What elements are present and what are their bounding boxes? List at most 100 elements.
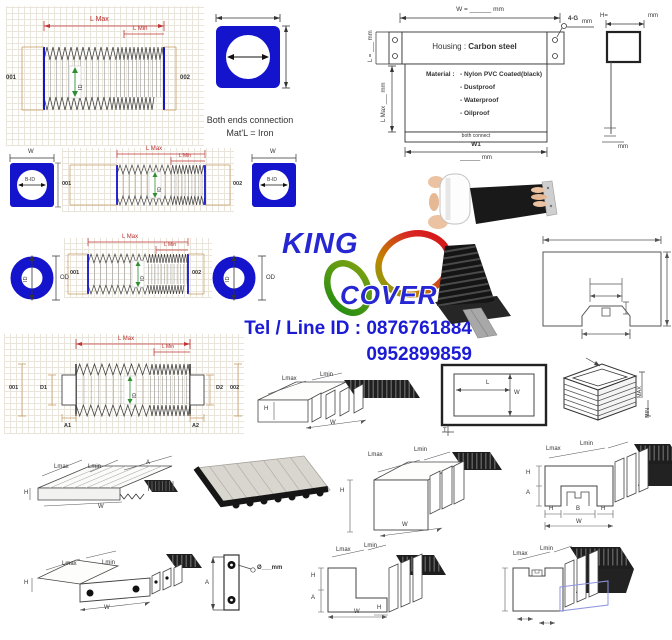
dim-lmin: L Min xyxy=(162,344,175,350)
dim-w: W = ______ mm xyxy=(456,6,504,13)
iso-accordion-2: Lmax Lmin H W xyxy=(340,444,502,550)
dim-lmin: Lmin xyxy=(88,464,102,470)
cross-section-drawing-svg xyxy=(542,236,671,339)
apron-cover-photo xyxy=(186,448,338,526)
dim-w: W xyxy=(402,522,408,528)
dim-w: W xyxy=(98,504,104,510)
material-1: - Nylon PVC Coated(black) xyxy=(460,71,542,78)
dim-h: H xyxy=(526,470,531,476)
dim-dia: Ø___mm xyxy=(257,565,283,571)
apron-cover-photo-svg xyxy=(193,455,331,509)
dim-lmin: Lmin xyxy=(364,543,378,549)
dim-lmax: Lmax xyxy=(336,547,351,553)
dim-h: H xyxy=(264,406,269,412)
housing-title-value: Carbon steel xyxy=(468,42,517,51)
both-connect-label: both connect xyxy=(461,133,491,139)
dim-w: W xyxy=(514,390,520,396)
dim-min: MIN xyxy=(645,407,651,418)
dim-001: 001 xyxy=(70,270,80,276)
notch-cover-drawing: Lmax Lmin xyxy=(480,543,652,640)
brand-logo: KING COVER xyxy=(282,222,482,320)
dim-lmin: Lmin xyxy=(580,441,594,447)
dim-bid-left: B-ID xyxy=(25,177,35,183)
iso-accordion-1: Lmax Lmin H W xyxy=(248,368,443,463)
dim-w: W xyxy=(330,420,336,426)
dim-002: 002 xyxy=(192,270,202,276)
housing-title-label: Housing : xyxy=(432,42,467,51)
dim-max: MAX xyxy=(637,386,643,398)
dim-lmax: L Max xyxy=(122,234,139,240)
bellows-drawing-ring: ID OD L Max L Min 001 002 ID ID OD xyxy=(4,234,300,336)
material-3: - Waterproof xyxy=(460,97,499,104)
dim-lmin: Lmin xyxy=(320,372,334,378)
dim-lmax: Lmax xyxy=(54,464,69,470)
end-plate-drawing-svg xyxy=(211,554,256,611)
roll-cover-photo xyxy=(426,166,558,230)
bellows-drawing-round-svg xyxy=(21,21,177,111)
dim-4g-mm: mm xyxy=(582,19,592,25)
housing-drawing: W = ______ mm 4-G mm Housing : Carbon st… xyxy=(368,4,600,168)
iso-accordion-1-svg xyxy=(257,372,420,429)
sideview-drawing-svg xyxy=(602,20,645,143)
dim-l: L xyxy=(486,380,490,386)
bellows-drawing-square-svg xyxy=(9,150,297,208)
dim-a: A xyxy=(526,490,531,496)
dim-id-right: ID xyxy=(225,276,231,283)
dim-a1: A1 xyxy=(64,423,72,429)
dim-bottom-mm: mm xyxy=(618,144,628,150)
dim-d2: D2 xyxy=(216,385,224,391)
dim-a2: A2 xyxy=(192,423,200,429)
dim-w-right: W xyxy=(270,149,276,155)
material-2: - Dustproof xyxy=(460,84,496,91)
dim-002: 002 xyxy=(233,181,243,187)
flange-drawing-svg xyxy=(215,14,290,89)
u-cover-drawing-svg xyxy=(536,441,672,530)
dim-d1: D1 xyxy=(40,385,48,391)
contact-line-2: 0952899859 xyxy=(366,344,472,365)
flange-drawing: Both ends connection Mat'L = Iron xyxy=(206,8,294,142)
dim-lmin: L Min xyxy=(133,26,148,32)
rect-frame-drawing-svg xyxy=(440,363,548,436)
dim-h-b2: H xyxy=(601,506,606,512)
dim-002: 002 xyxy=(230,385,240,391)
dim-l: L = ___ mm xyxy=(368,30,374,62)
bellows-drawing-collar: L Max L Min 001 D1 ID D2 002 A1 A2 xyxy=(4,334,244,434)
dim-bid-right: B-ID xyxy=(267,177,277,183)
dim-lmin: L Min xyxy=(164,242,177,248)
logo-cover: COVER xyxy=(340,280,438,310)
logo-king: KING xyxy=(282,228,359,260)
dim-od-left: OD xyxy=(60,275,69,281)
dim-lmax: Lmax xyxy=(62,561,77,567)
sideview-drawing: H= mm mm xyxy=(600,10,672,160)
square-bellows-drawing-svg xyxy=(562,357,651,421)
dim-h: H xyxy=(24,580,29,586)
dim-h-mm: mm xyxy=(648,13,658,19)
dim-h: H xyxy=(340,488,345,494)
dim-h-b1: H xyxy=(549,506,554,512)
hole-cover-drawing: Lmax Lmin H W xyxy=(24,548,202,636)
bellows-drawing-square: W B-ID L Max L Min 001 002 ID W B-ID xyxy=(4,146,300,222)
l-cover-drawing-svg xyxy=(318,544,446,619)
dim-lmax: L Max xyxy=(90,16,109,23)
dim-lmax: L Max xyxy=(146,146,163,152)
dim-lmax: Lmax xyxy=(546,446,561,452)
dim-lmin: L Min xyxy=(179,153,192,159)
contact-block: Tel / Line ID : 0876761884 0952899859 xyxy=(190,316,472,370)
dim-w1-mm: ______ mm xyxy=(460,155,492,161)
dim-w-left: W xyxy=(28,149,34,155)
material-4: - Oilproof xyxy=(460,110,490,117)
dim-lmin: Lmin xyxy=(414,447,428,453)
cross-section-drawing xyxy=(533,228,672,340)
dim-w: W xyxy=(354,609,360,615)
bellows-drawing-ring-svg xyxy=(10,238,266,301)
contact-line-1: Tel / Line ID : 0876761884 xyxy=(244,318,472,339)
dim-lmin: Lmin xyxy=(540,546,554,552)
end-plate-drawing: A Ø___mm xyxy=(205,550,300,630)
flat-cover-drawing-svg xyxy=(29,455,178,507)
bellows-product-photo xyxy=(433,242,513,339)
flange-caption-2: Mat'L = Iron xyxy=(226,128,274,138)
bellows-drawing-collar-svg xyxy=(18,339,242,422)
dim-lmax-housing: L Max ___ mm xyxy=(381,82,387,122)
dim-b: B xyxy=(576,506,581,512)
notch-cover-drawing-svg xyxy=(502,545,634,625)
